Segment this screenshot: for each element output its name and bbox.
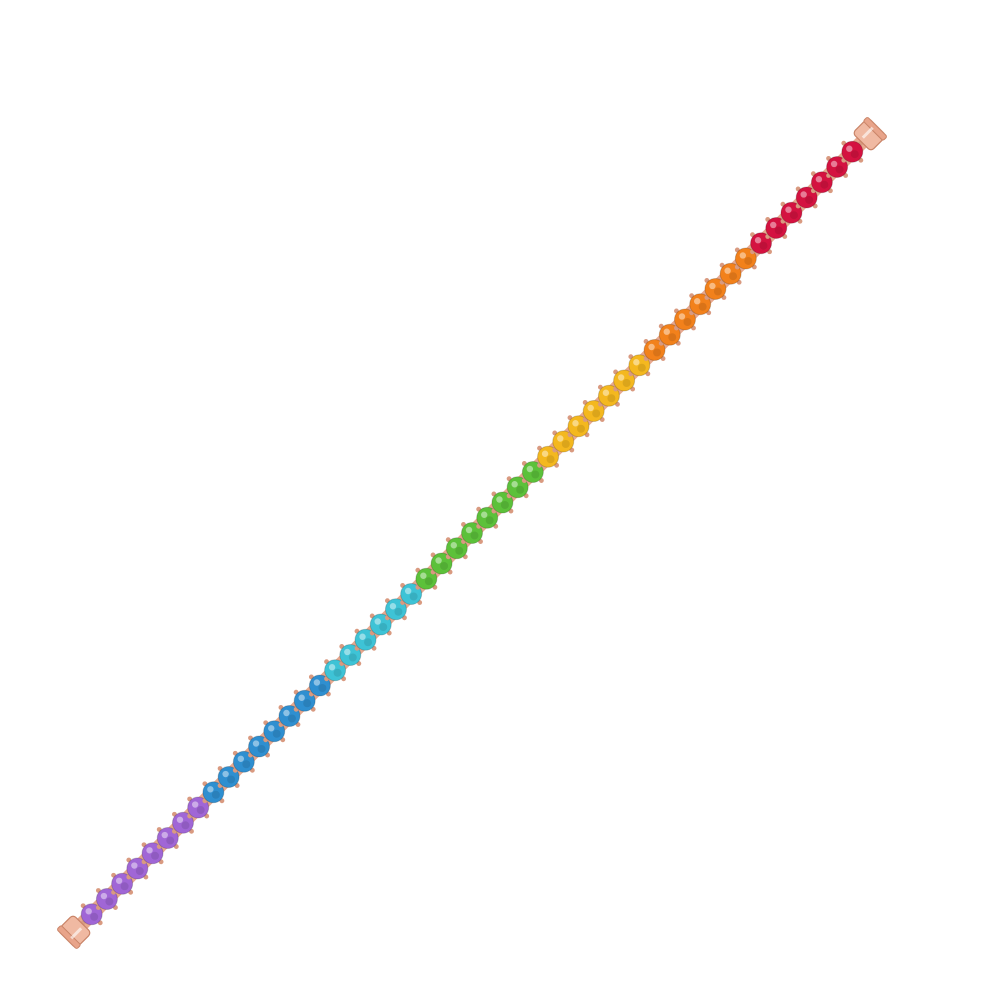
gem-aquamarine-apatite	[324, 659, 347, 682]
gem-tsavorite	[476, 506, 499, 529]
gem-blue-topaz	[263, 720, 286, 743]
gem-blue-topaz	[232, 750, 255, 773]
gemstones	[80, 140, 864, 926]
gem-ruby	[841, 140, 864, 163]
start-end-cap	[57, 915, 91, 949]
gem-aquamarine-apatite	[354, 628, 377, 651]
end-caps	[57, 117, 887, 949]
end-end-cap	[853, 117, 887, 151]
gem-orange-sapphire	[704, 277, 727, 300]
